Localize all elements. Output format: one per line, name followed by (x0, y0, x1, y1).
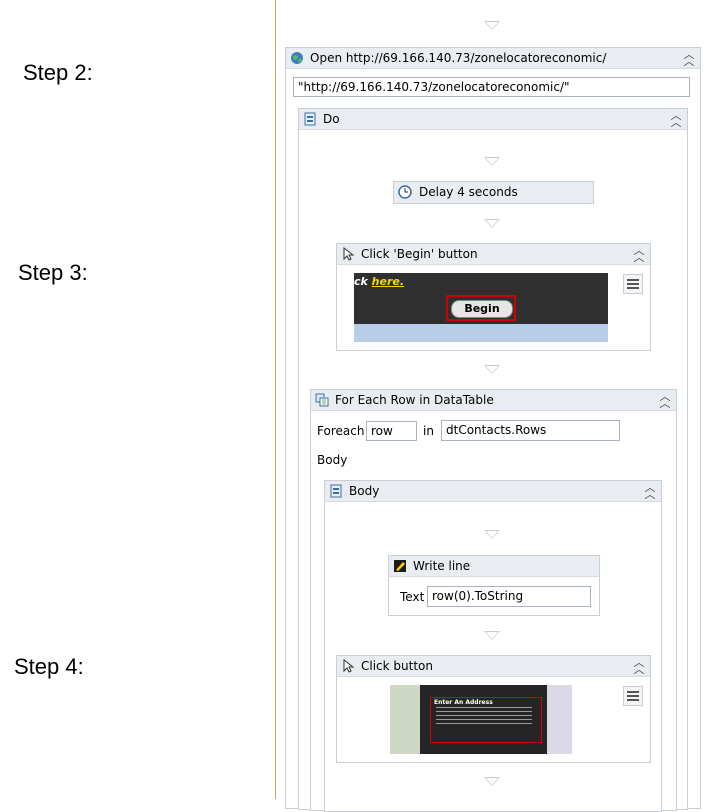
foreach-collection-input[interactable]: dtContacts.Rows (441, 420, 620, 441)
click-button-activity[interactable]: Click button ︿︿ Enter An Address (336, 655, 651, 763)
foreach-label: Foreach (317, 424, 365, 438)
drop-arrow-icon (484, 21, 500, 30)
foreach-item-input[interactable]: row (366, 421, 417, 441)
collapse-icon[interactable]: ︿︿ (633, 244, 645, 264)
target-highlight (430, 697, 542, 743)
foreach-title: For Each Row in DataTable (335, 393, 494, 407)
preview-bottom-bar (354, 324, 608, 342)
map-dialog-text-lines (436, 707, 532, 708)
drop-arrow-icon (484, 365, 500, 374)
text-label: Text (400, 590, 425, 604)
do-title: Do (323, 112, 340, 126)
map-screenshot-preview: Enter An Address (390, 685, 572, 754)
preview-text-ck: ck here. (354, 275, 405, 288)
foreach-icon (315, 393, 329, 407)
write-line-icon (394, 560, 406, 572)
click-button-title: Click button (361, 659, 433, 673)
body-title: Body (349, 484, 380, 498)
preview-begin-button: Begin (451, 300, 513, 318)
map-right-area (547, 685, 572, 754)
drop-arrow-icon (484, 777, 500, 786)
drop-arrow-icon (484, 157, 500, 166)
do-header[interactable]: Do ︿︿ (299, 109, 687, 130)
step-3-label: Step 3: (18, 260, 88, 285)
begin-screenshot-preview: ck here. Begin (354, 273, 608, 342)
collapse-icon[interactable]: ︿︿ (670, 109, 682, 129)
map-dialog: Enter An Address (420, 685, 547, 754)
delay-activity[interactable]: Delay 4 seconds (393, 181, 594, 204)
sequence-icon (330, 484, 342, 498)
click-begin-activity[interactable]: Click 'Begin' button ︿︿ ck here. Begin (336, 243, 651, 351)
step-4-label: Step 4: (14, 654, 84, 679)
step-2-label: Step 2: (23, 60, 93, 85)
drop-arrow-icon (484, 219, 500, 228)
globe-icon (291, 52, 303, 64)
sequence-icon (304, 112, 316, 126)
click-begin-title: Click 'Begin' button (361, 247, 478, 261)
write-line-header[interactable]: Write line (389, 556, 599, 577)
in-label: in (423, 424, 434, 438)
write-line-title: Write line (413, 559, 471, 573)
body-header[interactable]: Body ︿︿ (325, 481, 661, 502)
click-begin-header[interactable]: Click 'Begin' button ︿︿ (337, 244, 650, 265)
url-input[interactable]: "http://69.166.140.73/zonelocatoreconomi… (293, 77, 690, 97)
clock-icon (398, 185, 412, 199)
collapse-icon[interactable]: ︿︿ (659, 390, 671, 410)
cursor-icon (343, 659, 355, 673)
collapse-icon[interactable]: ︿︿ (683, 48, 695, 68)
drop-arrow-icon (484, 530, 500, 539)
cursor-icon (343, 247, 355, 261)
activity-menu-icon[interactable] (623, 274, 643, 294)
map-left-area (390, 685, 420, 754)
click-button-header[interactable]: Click button ︿︿ (337, 656, 650, 677)
map-dialog-heading: Enter An Address (434, 699, 493, 706)
open-browser-header[interactable]: Open http://69.166.140.73/zonelocatoreco… (286, 48, 700, 69)
delay-title: Delay 4 seconds (419, 185, 518, 199)
open-browser-title: Open http://69.166.140.73/zonelocatoreco… (310, 51, 607, 65)
activity-menu-icon[interactable] (623, 686, 643, 706)
body-label: Body (317, 453, 348, 467)
preview-link: here. (371, 275, 405, 288)
write-line-activity[interactable]: Write line Text row(0).ToString (388, 555, 600, 616)
write-line-text-input[interactable]: row(0).ToString (427, 586, 591, 607)
foreach-header[interactable]: For Each Row in DataTable ︿︿ (311, 390, 676, 411)
collapse-icon[interactable]: ︿︿ (644, 481, 656, 501)
target-highlight: Begin (446, 295, 516, 321)
drop-arrow-icon (484, 631, 500, 640)
collapse-icon[interactable]: ︿︿ (633, 656, 645, 676)
